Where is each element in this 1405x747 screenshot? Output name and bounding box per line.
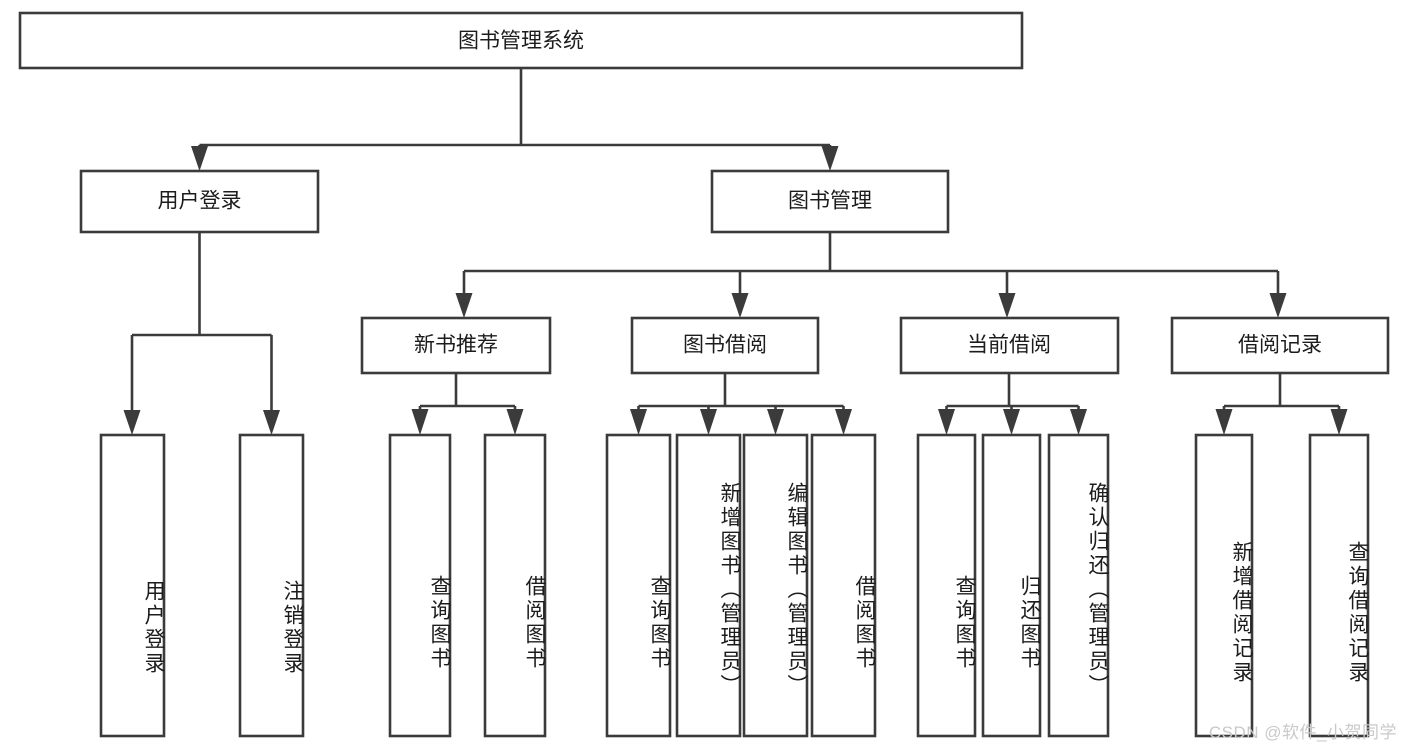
arrow-head-icon: [938, 409, 955, 435]
arrow-head-icon: [821, 146, 839, 171]
connector-borrow-to-leaves: [630, 373, 852, 435]
arrow-head-icon: [1330, 409, 1348, 435]
leaf-box-query-borrow-record[interactable]: [1308, 433, 1370, 738]
arrow-head-icon: [1269, 293, 1287, 318]
arrow-head-icon: [411, 409, 429, 435]
connector-record-to-leaves: [1215, 373, 1348, 435]
arrow-head-icon: [191, 146, 208, 171]
node-root[interactable]: 图书管理系统: [18, 11, 1024, 70]
connector-current-to-leaves: [938, 373, 1087, 435]
leaf-box-confirm-return-admin[interactable]: [1047, 433, 1110, 738]
node-user-login-label: 用户登录: [158, 190, 242, 213]
arrow-head-icon: [263, 410, 280, 435]
node-book-management-box[interactable]: [710, 169, 950, 234]
arrow-head-icon: [767, 409, 784, 435]
node-book-borrow[interactable]: 图书借阅: [630, 316, 820, 375]
leaf-box-return-book[interactable]: [981, 433, 1042, 738]
leaf-box-borrow-book-new[interactable]: [483, 433, 547, 738]
connector-userlogin-to-leaves: [123, 232, 280, 435]
node-new-book-recommend[interactable]: 新书推荐: [360, 316, 552, 375]
node-current-borrow-box[interactable]: [899, 316, 1120, 375]
node-current-borrow-label: 当前借阅: [967, 334, 1051, 357]
node-book-management[interactable]: 图书管理: [710, 169, 950, 234]
arrow-head-icon: [1070, 409, 1087, 435]
leaf-box-add-book-admin[interactable]: [675, 433, 742, 738]
node-book-management-label: 图书管理: [788, 190, 872, 213]
csdn-watermark: CSDN @软件_小贺同学: [1208, 723, 1397, 742]
arrow-head-icon: [998, 293, 1016, 318]
arrow-head-icon: [1215, 409, 1233, 435]
leaf-boxes: [99, 433, 1370, 738]
node-book-borrow-box[interactable]: [630, 316, 820, 375]
node-borrow-record-label: 借阅记录: [1238, 334, 1322, 357]
arrow-head-icon: [700, 409, 717, 435]
leaf-box-query-book-new[interactable]: [388, 433, 452, 738]
arrow-head-icon: [731, 293, 749, 318]
arrow-head-icon: [123, 410, 141, 435]
leaf-box-borrow-book[interactable]: [810, 433, 877, 738]
connector-bookmgmt-to-level3: [455, 232, 1287, 318]
node-user-login-box[interactable]: [79, 169, 320, 234]
node-root-label: 图书管理系统: [458, 30, 584, 53]
node-borrow-record-box[interactable]: [1170, 316, 1390, 375]
node-user-login[interactable]: 用户登录: [79, 169, 320, 234]
leaf-box-add-borrow-record[interactable]: [1194, 433, 1254, 738]
leaf-box-query-book-borrow[interactable]: [605, 433, 672, 738]
arrow-head-icon: [506, 409, 524, 435]
connector-root-to-level2: [191, 68, 839, 171]
node-book-borrow-label: 图书借阅: [683, 334, 767, 357]
leaf-box-logout[interactable]: [238, 433, 305, 738]
leaf-box-query-book-current[interactable]: [916, 433, 977, 738]
leaf-box-edit-book-admin[interactable]: [742, 433, 809, 738]
arrow-head-icon: [1003, 409, 1020, 435]
node-new-book-recommend-box[interactable]: [360, 316, 552, 375]
node-new-book-recommend-label: 新书推荐: [414, 334, 498, 357]
node-root-box[interactable]: [18, 11, 1024, 70]
node-current-borrow[interactable]: 当前借阅: [899, 316, 1120, 375]
arrow-head-icon: [835, 409, 852, 435]
arrow-head-icon: [455, 293, 473, 318]
arrow-head-icon: [630, 409, 647, 435]
connector-newbook-to-leaves: [411, 373, 524, 435]
leaf-box-user-login[interactable]: [99, 433, 166, 738]
node-borrow-record[interactable]: 借阅记录: [1170, 316, 1390, 375]
